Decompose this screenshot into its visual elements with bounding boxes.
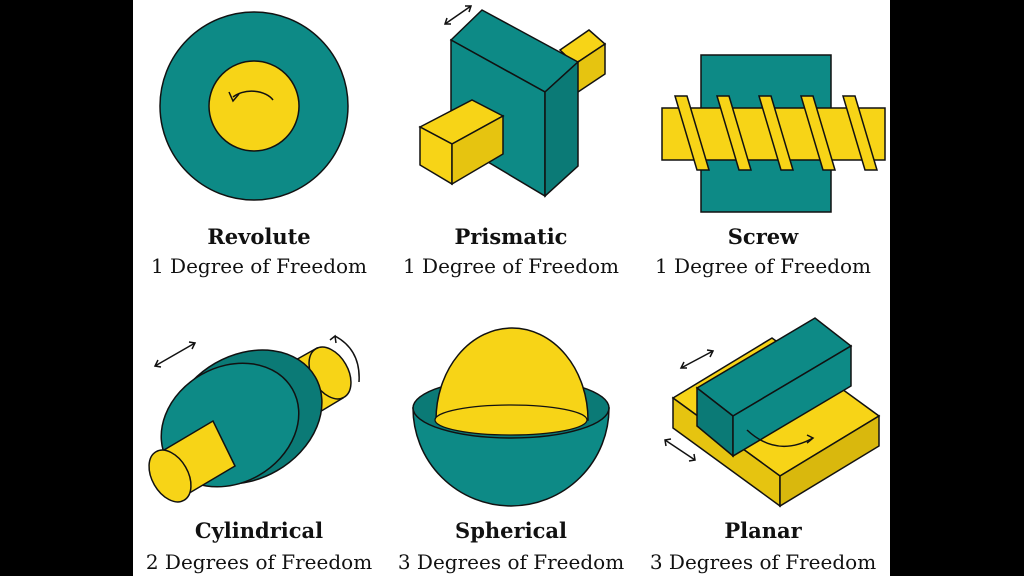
joint-title: Spherical [455, 518, 567, 543]
joint-cell-revolute: Revolute 1 Degree of Freedom [133, 0, 385, 288]
joint-title: Revolute [207, 224, 311, 249]
revolute-joint-icon [159, 11, 349, 201]
joint-title: Screw [727, 224, 799, 249]
joint-dof: 3 Degrees of Freedom [397, 550, 625, 574]
joint-dof: 2 Degrees of Freedom [145, 550, 373, 574]
joint-dof: 1 Degree of Freedom [150, 254, 368, 278]
spherical-joint-icon [412, 327, 610, 507]
screw-joint-icon [661, 54, 886, 213]
joint-cell-screw: Screw 1 Degree of Freedom [637, 0, 889, 288]
joint-cell-prismatic: Prismatic 1 Degree of Freedom [385, 0, 637, 288]
cylindrical-joint-icon [148, 334, 360, 503]
joint-title: Prismatic [454, 224, 568, 249]
joint-types-figure: Revolute 1 Degree of Freedom Prismatic 1… [133, 0, 890, 576]
joint-title: Cylindrical [194, 518, 324, 543]
prismatic-joint-icon [418, 5, 607, 198]
joint-title: Planar [724, 518, 802, 543]
joint-cell-spherical: Spherical 3 Degrees of Freedom [385, 288, 637, 576]
joint-cell-planar: Planar 3 Degrees of Freedom [637, 288, 889, 576]
joint-dof: 1 Degree of Freedom [402, 254, 620, 278]
joint-dof: 1 Degree of Freedom [654, 254, 872, 278]
joint-cell-cylindrical: Cylindrical 2 Degrees of Freedom [133, 288, 385, 576]
joint-dof: 3 Degrees of Freedom [649, 550, 877, 574]
planar-joint-icon [664, 317, 881, 508]
